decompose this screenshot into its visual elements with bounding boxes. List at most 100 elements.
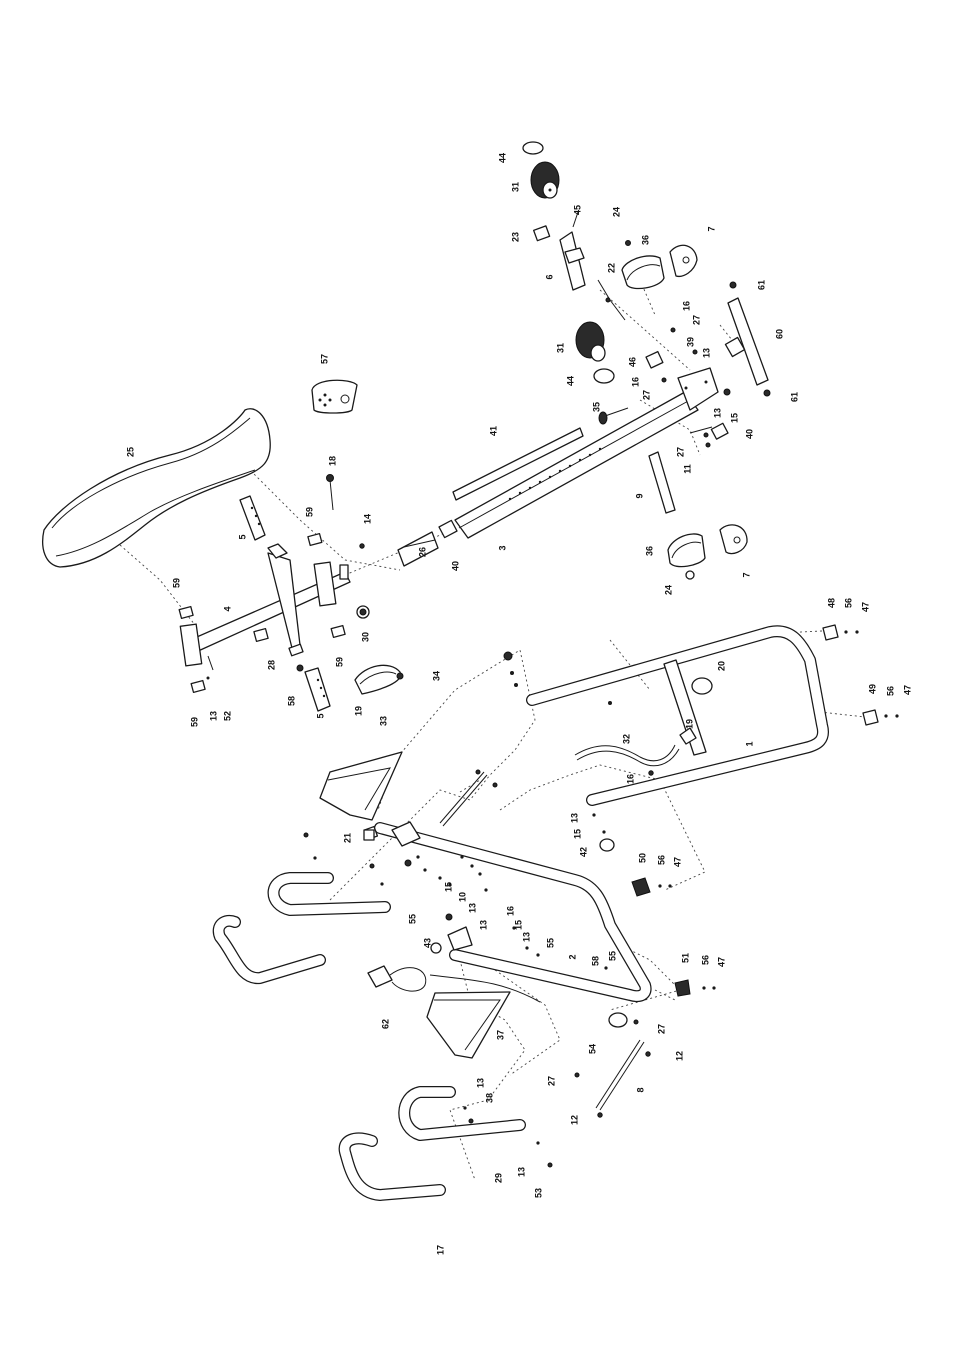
rear-frame (363, 769, 716, 1118)
callout-label: 31 (510, 182, 520, 192)
callout-label: 16 (630, 377, 640, 387)
callout-label: 54 (587, 1044, 597, 1054)
callout-label: 24 (611, 207, 621, 217)
callout-label: 36 (640, 235, 650, 245)
callout-label: 13 (701, 348, 711, 358)
callout-label: 19 (684, 719, 694, 729)
callout-label: 40 (744, 429, 754, 439)
callout-label: 49 (867, 684, 877, 694)
callout-label: 27 (546, 1076, 556, 1086)
callout-label: 53 (533, 1188, 543, 1198)
callout-label: 41 (488, 426, 498, 436)
callout-label: 13 (467, 903, 477, 913)
roller-assembly (522, 141, 771, 580)
callout-label: 58 (286, 696, 296, 706)
remote-plate (311, 379, 358, 414)
callout-label: 57 (319, 354, 329, 364)
callout-label: 35 (591, 402, 601, 412)
callout-label: 21 (342, 833, 352, 843)
callout-label: 27 (641, 390, 651, 400)
callout-label: 29 (493, 1173, 503, 1183)
callout-label: 13 (516, 1167, 526, 1177)
callout-label: 5 (315, 713, 325, 718)
callout-label: 58 (590, 956, 600, 966)
callout-label: 16 (681, 301, 691, 311)
base-frame (503, 624, 899, 852)
callout-label: 8 (635, 1087, 645, 1092)
main-rail (397, 391, 729, 567)
callout-label: 48 (826, 598, 836, 608)
callout-label: 51 (680, 953, 690, 963)
callout-label: 38 (484, 1093, 494, 1103)
callout-label: 9 (634, 493, 644, 498)
callout-label: 3 (497, 545, 507, 550)
seat-frame (178, 474, 370, 712)
callout-label: 17 (435, 1245, 445, 1255)
callout-label: 13 (475, 1078, 485, 1088)
callout-label: 44 (565, 376, 575, 386)
callout-label: 15 (729, 413, 739, 423)
callout-label: 13 (569, 813, 579, 823)
callout-label: 10 (457, 892, 467, 902)
callout-label: 20 (716, 661, 726, 671)
callout-label: 61 (789, 392, 799, 402)
callout-label: 47 (860, 602, 870, 612)
foot-plates (319, 751, 511, 1059)
callout-label: 22 (606, 263, 616, 273)
callout-label: 1 (744, 741, 754, 746)
callout-label: 15 (513, 920, 523, 930)
callout-label: 32 (621, 734, 631, 744)
callout-label: 27 (656, 1024, 666, 1034)
callout-label: 24 (663, 585, 673, 595)
callout-label: 4 (222, 606, 232, 611)
callout-label: 56 (656, 855, 666, 865)
rail-holes (508, 447, 602, 501)
callout-label: 50 (637, 853, 647, 863)
callout-label: 6 (544, 274, 554, 279)
callout-label: 55 (607, 951, 617, 961)
callout-label: 13 (478, 920, 488, 930)
callout-label: 30 (360, 632, 370, 642)
callout-label: 5 (237, 534, 247, 539)
callout-label: 13 (712, 408, 722, 418)
callout-label: 2 (567, 954, 577, 959)
callout-label: 15 (572, 829, 582, 839)
upper-spool (530, 161, 560, 199)
callout-label: 12 (674, 1051, 684, 1061)
callout-label: 14 (362, 514, 372, 524)
callout-label: 47 (672, 857, 682, 867)
callout-label: 60 (774, 329, 784, 339)
lower-spool (575, 321, 606, 362)
callout-label: 19 (353, 706, 363, 716)
callout-label: 15 (443, 882, 453, 892)
callout-label: 36 (644, 546, 654, 556)
callout-label: 44 (497, 153, 507, 163)
foot-bars (212, 832, 553, 1201)
callout-label: 12 (569, 1115, 579, 1125)
callout-label: 28 (266, 660, 276, 670)
callout-label: 56 (843, 598, 853, 608)
callout-label: 33 (378, 716, 388, 726)
callout-label: 45 (572, 205, 582, 215)
callout-label: 16 (625, 774, 635, 784)
callout-label: 34 (431, 671, 441, 681)
callout-label: 56 (885, 686, 895, 696)
callout-label: 40 (450, 561, 460, 571)
callout-label: 59 (334, 657, 344, 667)
callout-label: 13 (521, 932, 531, 942)
callout-label: 59 (304, 507, 314, 517)
callout-label: 46 (627, 357, 637, 367)
seat-cushion (42, 408, 271, 568)
callout-label: 55 (407, 914, 417, 924)
callout-label: 26 (417, 547, 427, 557)
callout-label: 7 (741, 572, 751, 577)
callout-label: 31 (555, 343, 565, 353)
callout-label: 27 (691, 315, 701, 325)
assembly-guide-lines (119, 279, 866, 1181)
callout-label: 59 (171, 578, 181, 588)
callout-label: 42 (578, 847, 588, 857)
callout-label: 7 (706, 226, 716, 231)
callout-label: 43 (422, 938, 432, 948)
